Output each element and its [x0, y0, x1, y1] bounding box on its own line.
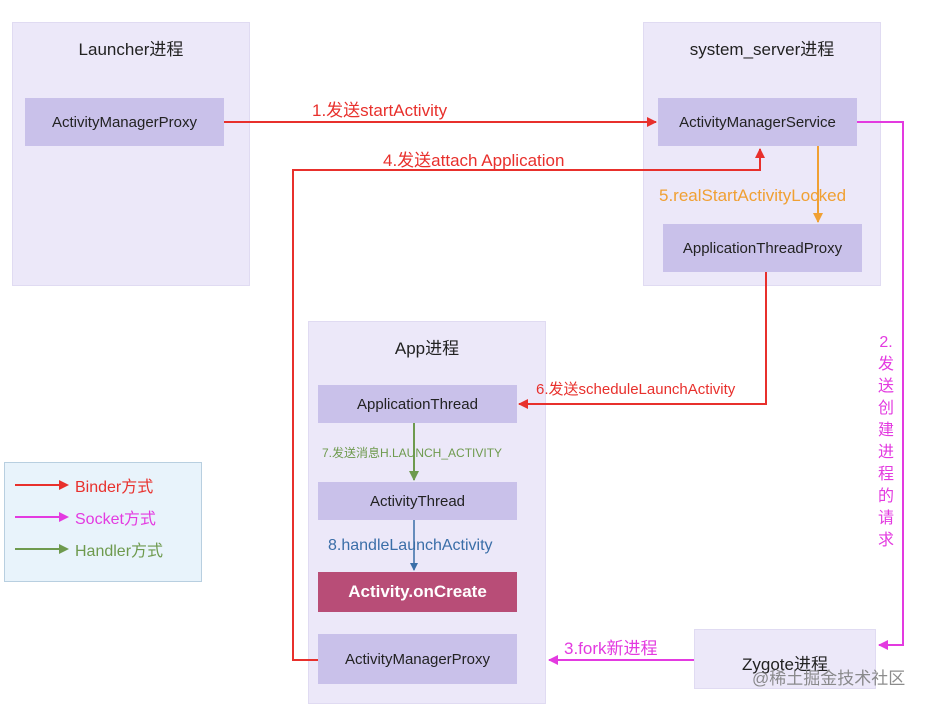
edge-label-2-vertical: 2.发送创建进程的请求: [877, 334, 894, 549]
legend-binder: Binder方式: [15, 475, 154, 496]
edge-label-7: 7.发送消息H.LAUNCH_ACTIVITY: [322, 446, 503, 460]
activity-manager-service: ActivityManagerService: [658, 98, 857, 146]
application-thread: ApplicationThread: [318, 385, 517, 423]
edge-label-5: 5.realStartActivityLocked: [659, 186, 847, 205]
arrow-4-attach-application: [292, 148, 765, 661]
application-thread-proxy: ApplicationThreadProxy: [663, 224, 862, 272]
launcher-process-title: Launcher进程: [78, 40, 184, 59]
legend-binder-arrow-icon: [15, 480, 69, 490]
legend-handler: Handler方式: [15, 539, 164, 560]
edge-label-4: 4.发送attach Application: [383, 151, 565, 170]
legend-socket-label: Socket方式: [75, 511, 156, 528]
legend: Binder方式 Socket方式 Handler方式: [4, 462, 202, 582]
legend-socket: Socket方式: [15, 507, 156, 528]
activity-on-create: Activity.onCreate: [318, 572, 517, 612]
watermark: @稀土掘金技术社区: [752, 669, 906, 688]
legend-binder-label: Binder方式: [75, 479, 154, 496]
zygote-process-panel: Zygote进程: [694, 629, 876, 689]
app-activity-manager-proxy: ActivityManagerProxy: [318, 634, 517, 684]
edge-label-8: 8.handleLaunchActivity: [328, 537, 493, 554]
arrow-6-schedule-launch: [518, 272, 767, 409]
activity-thread: ActivityThread: [318, 482, 517, 520]
arrow-2-create-process: [857, 121, 904, 650]
app-process-title: App进程: [394, 339, 460, 358]
legend-handler-arrow-icon: [15, 544, 69, 554]
edge-label-3: 3.fork新进程: [564, 639, 658, 658]
zygote-process-title: Zygote进程: [742, 655, 828, 674]
system-server-process-title: system_server进程: [689, 40, 835, 59]
edge-label-6: 6.发送scheduleLaunchActivity: [536, 381, 736, 398]
edge-label-1: 1.发送startActivity: [312, 101, 448, 120]
legend-handler-label: Handler方式: [75, 543, 164, 560]
legend-socket-arrow-icon: [15, 512, 69, 522]
launcher-activity-manager-proxy: ActivityManagerProxy: [25, 98, 224, 146]
launcher-process-panel: Launcher进程: [12, 22, 250, 286]
